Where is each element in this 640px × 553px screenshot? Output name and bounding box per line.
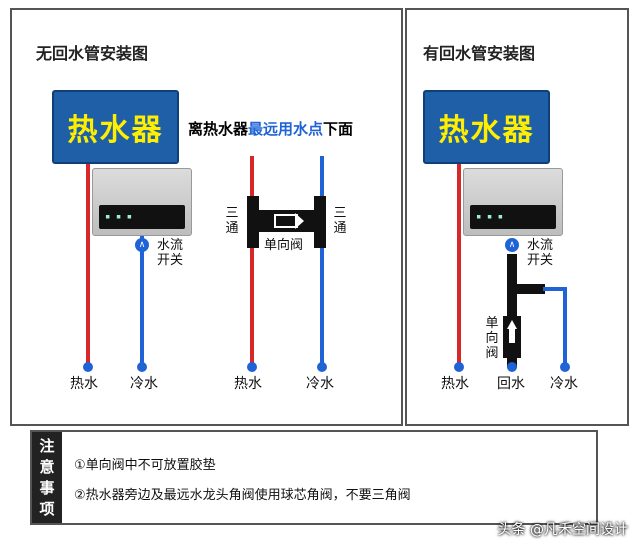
left-end-cold-pipe — [320, 156, 324, 368]
left-tee-label-left: 三通 — [225, 206, 239, 236]
right-cold-branch-h — [543, 287, 565, 291]
right-heater-display: ▪ ▪ ▪ — [470, 205, 556, 229]
left-headline: 离热水器最远用水点下面 — [188, 118, 353, 139]
left-tee-fitting-hot — [247, 196, 259, 248]
left-unit-hot-dot — [83, 362, 93, 372]
right-heater-sign: 热水器 — [423, 90, 550, 164]
left-end-hot-dot — [247, 362, 257, 372]
left-panel-title: 无回水管安装图 — [36, 44, 149, 63]
right-panel-title: 有回水管安装图 — [423, 44, 536, 63]
left-end-hot-label: 热水 — [234, 376, 262, 392]
right-check-valve-label: 单向阀 — [485, 316, 499, 361]
right-flow-switch-icon: ∧ — [505, 238, 519, 252]
right-heater-unit: ▪ ▪ ▪ — [463, 168, 563, 236]
left-check-valve-label: 单向阀 — [264, 238, 304, 253]
right-flow-switch-label: 水流开关 — [526, 238, 553, 268]
right-check-valve-arrow-shaft — [509, 329, 515, 343]
left-heater-sign: 热水器 — [52, 90, 179, 164]
notes-tag-text: 注意事项 — [39, 436, 55, 518]
right-hot-pipe — [457, 164, 461, 368]
note-item-2: ②热水器旁边及最远水龙头角阀使用球芯角阀，不要三角阀 — [74, 488, 411, 503]
left-heater-unit: ▪ ▪ ▪ — [92, 168, 192, 236]
right-cold-pipe — [563, 287, 567, 368]
left-tee-fitting-cold — [314, 196, 326, 248]
flow-switch-icon: ∧ — [135, 238, 149, 252]
right-return-label: 回水 — [497, 376, 525, 392]
notes-tag: 注意事项 — [32, 432, 62, 523]
left-end-cold-dot — [317, 362, 327, 372]
right-cold-dot — [560, 362, 570, 372]
right-diagram-panel: 有回水管安装图 热水器 ▪ ▪ ▪ 热水 ∧ 水流开关 单向阀 回水 冷水 — [405, 8, 629, 426]
right-hot-label: 热水 — [441, 376, 469, 392]
right-check-valve-arrow-icon — [507, 320, 517, 329]
left-flow-switch-label: 水流开关 — [156, 238, 183, 268]
left-unit-hot-label: 热水 — [70, 376, 98, 392]
right-cold-label: 冷水 — [550, 376, 578, 392]
right-hot-dot — [454, 362, 464, 372]
right-return-pipe — [507, 254, 517, 368]
left-tee-label-right: 三通 — [333, 206, 347, 236]
left-unit-cold-pipe — [140, 236, 144, 368]
left-unit-cold-label: 冷水 — [130, 376, 158, 392]
note-item-1: ①单向阀中不可放置胶垫 — [74, 458, 216, 473]
left-diagram-panel: 无回水管安装图 热水器 ▪ ▪ ▪ ∧ 水流开关 热水 冷水 离热水器最远用水点… — [10, 8, 403, 426]
left-heater-display: ▪ ▪ ▪ — [99, 205, 185, 229]
left-unit-cold-dot — [137, 362, 147, 372]
left-end-cold-label: 冷水 — [306, 376, 334, 392]
left-headline-highlight: 最远用水点 — [248, 120, 324, 138]
right-return-dot — [507, 362, 517, 372]
left-headline-suffix: 下面 — [323, 120, 354, 138]
left-headline-prefix: 离热水器 — [188, 120, 249, 138]
notes-box: 注意事项 ①单向阀中不可放置胶垫 ②热水器旁边及最远水龙头角阀使用球芯角阀，不要… — [30, 430, 598, 525]
left-unit-hot-pipe — [86, 164, 90, 368]
right-tee-fitting — [515, 284, 545, 294]
watermark: 头条 @凡禾空间设计 — [497, 522, 628, 538]
check-valve-arrowhead-icon — [295, 213, 304, 229]
left-end-hot-pipe — [250, 156, 254, 368]
